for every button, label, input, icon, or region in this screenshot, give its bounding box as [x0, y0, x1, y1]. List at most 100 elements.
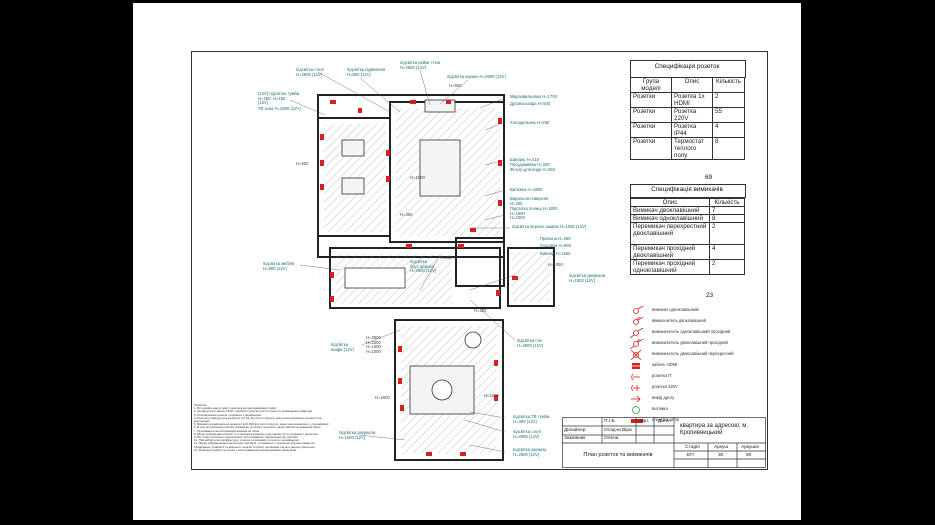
plan-label: підсвітка дзеркала H=1500 (12V)	[569, 273, 606, 283]
legend-item: вимикачатель двоклавішний прохідний	[630, 339, 770, 349]
stage-value: 30	[718, 453, 724, 458]
stage-header: Аркуш	[714, 445, 729, 450]
plan-label: Посудомийка H=330	[510, 162, 550, 167]
stamp-col-header: П.І.Б.	[604, 419, 616, 424]
stage-header: Аркушів	[741, 445, 759, 450]
single-switch-icon	[633, 306, 644, 314]
plan-label: H=1500	[484, 393, 499, 398]
legend-item: розетка 220V	[630, 383, 770, 393]
plan-electrical-points	[320, 100, 518, 456]
electric-heating-icon	[631, 419, 643, 423]
plan-label: H=500	[296, 161, 309, 166]
table-header-row: Група моделі Опис Кількість	[630, 77, 745, 93]
legend-label: вимикач одноклавішний	[652, 307, 699, 312]
plan-label: підсвітка карниз H=2900 (12V)	[447, 74, 506, 79]
legend-label: вивід дроту	[652, 395, 675, 400]
plan-label: підсвітка меблів H=800 (12V)	[263, 261, 295, 271]
hood-icon	[632, 406, 640, 414]
plan-floor-hatch	[324, 108, 550, 454]
sockets-total: 69	[705, 174, 713, 181]
plan-label: підсвітка стелі H=2900 (12V)	[296, 67, 324, 77]
plan-label: підсвітка ТВ тумби H=300 (12V)	[513, 414, 550, 424]
note-line: 3. Розташування розеток узгоджено з диза…	[194, 413, 262, 417]
legend-label: розетка IT	[652, 373, 672, 378]
plan-label: Духова шафа H=500	[510, 101, 551, 106]
plan-label: підсвітка стелі H=2900 (12V)	[513, 429, 541, 439]
cross-switch-icon	[630, 350, 642, 360]
table-cell: 2	[712, 92, 745, 108]
plan-label: H=250	[474, 308, 487, 313]
pass-switch-single-icon	[630, 328, 644, 338]
stamp-name: Олена	[604, 436, 619, 441]
table-cell: Розетки	[630, 137, 672, 160]
table-cell: Вимикач одноклавішний	[630, 214, 710, 223]
plan-label: Фільтр для води H=250	[510, 167, 555, 172]
legend-item: вимикач одноклавішний	[630, 306, 770, 316]
table-cell: 4	[709, 244, 745, 260]
project-address: квартира за адресою: м. Кропивницький	[680, 423, 749, 436]
column-header: Кількість	[709, 198, 745, 207]
title-block: П.І.Б. Підп. Дата Дизайнер Осадчи Віра З…	[562, 417, 766, 468]
stamp-role: Замовник	[564, 436, 586, 441]
note-line: Примітки:	[194, 404, 207, 407]
stamp-col-header: Дата	[658, 419, 669, 424]
socket-it-icon	[631, 373, 640, 381]
legend-label: вимикачатель двоклавішний перехресний	[652, 351, 734, 356]
table-cell: 2	[709, 222, 745, 245]
note-line: 6. В зоні протилежної розетки, вимикачів…	[194, 426, 321, 430]
note-line: 1. Всі розміри дані в (мм), плюсом в мет…	[194, 407, 277, 411]
note-line: 12. Розводити кабелі по стінах з застосу…	[194, 448, 297, 452]
plan-label: (12V) підсвітка тумби H=250; H=450 (12V)	[258, 91, 300, 106]
plan-label: Шредер H=410	[510, 157, 540, 162]
table-cell: Розетка IP44	[671, 122, 713, 138]
legend-item: кабель HDMI	[630, 361, 770, 371]
note-line: 8. Місце розміщення розеток та їх монтаж…	[194, 432, 318, 436]
wire-outlet-icon	[631, 395, 641, 403]
plan-label: H=1050	[548, 262, 563, 267]
column-header: Група моделі	[630, 77, 672, 93]
plan-label: підсвітка шафи (12V)	[331, 342, 354, 352]
title-block-grid	[562, 417, 766, 468]
sockets-spec-title-box	[630, 60, 746, 78]
table-cell: 7	[709, 206, 745, 215]
legend-item: витяжка	[630, 405, 770, 415]
table-cell: Розетки	[630, 92, 672, 108]
legend-item: вимикачатель одноклавішний прохідний	[630, 328, 770, 338]
legend-label: розетка 220V	[652, 384, 678, 389]
legend-label: вимикачатель одноклавішний прохідний	[652, 329, 731, 334]
column-header: Опис	[671, 77, 713, 93]
plan-wiring	[289, 69, 516, 453]
note-line: кресленнях.	[194, 420, 211, 424]
plan-label: H=1000	[410, 175, 425, 180]
table-cell: Перемикач прохідний двоклавішний	[630, 244, 710, 260]
plan-label: H=250	[440, 255, 453, 260]
stage-header: Стадія	[685, 445, 700, 450]
table-cell: Розетки	[630, 122, 672, 138]
plan-label: підсвітка стін H=2900 (12V)	[517, 338, 544, 348]
notes-block: Примітки: 1. Всі розміри дані в (мм), пл…	[194, 404, 394, 452]
legend-label: кабель HDMI	[652, 362, 678, 367]
plan-label: H=600	[449, 83, 462, 88]
plan-label: Підсвітка полиці H=1800 H=1900 H=2300	[510, 206, 558, 221]
stamp-name: Осадчи Віра	[604, 428, 632, 433]
table-cell: 8	[709, 214, 745, 223]
table-cell: 8	[712, 137, 745, 160]
note-line: 9. Всі точки технічного підключення, тоб…	[194, 436, 298, 440]
double-switch-icon	[633, 317, 644, 325]
table-cell: Розетка 220V	[671, 107, 713, 123]
legend-label: витяжка	[652, 406, 668, 411]
legend-label: вимикачатель двоклавішний прохідний	[652, 340, 728, 345]
drawing-frame	[191, 51, 768, 470]
plan-label: підсвітка підвіконня H=800 (12V)	[347, 67, 386, 77]
plan-label: підсвітка рейки стіни H=2900 (12V)	[400, 60, 441, 70]
legend-item: вімикачатель двоклавішний	[630, 317, 770, 327]
plan-label: підсвітка брус дерева H=2900 (12V)	[410, 259, 437, 274]
sockets-spec-title: Специфікація розеток	[654, 63, 720, 70]
legend-label: вімикачатель двоклавішний	[652, 318, 706, 323]
plan-label: підсвітка карнизу H=2900 (12V)	[513, 447, 547, 457]
plan-label: підсвітка верхніх шафок H=1550 (12V)	[512, 224, 587, 229]
plan-label: ТВ зона H=2900 (12V)	[258, 106, 301, 111]
socket-220-icon	[631, 384, 640, 392]
